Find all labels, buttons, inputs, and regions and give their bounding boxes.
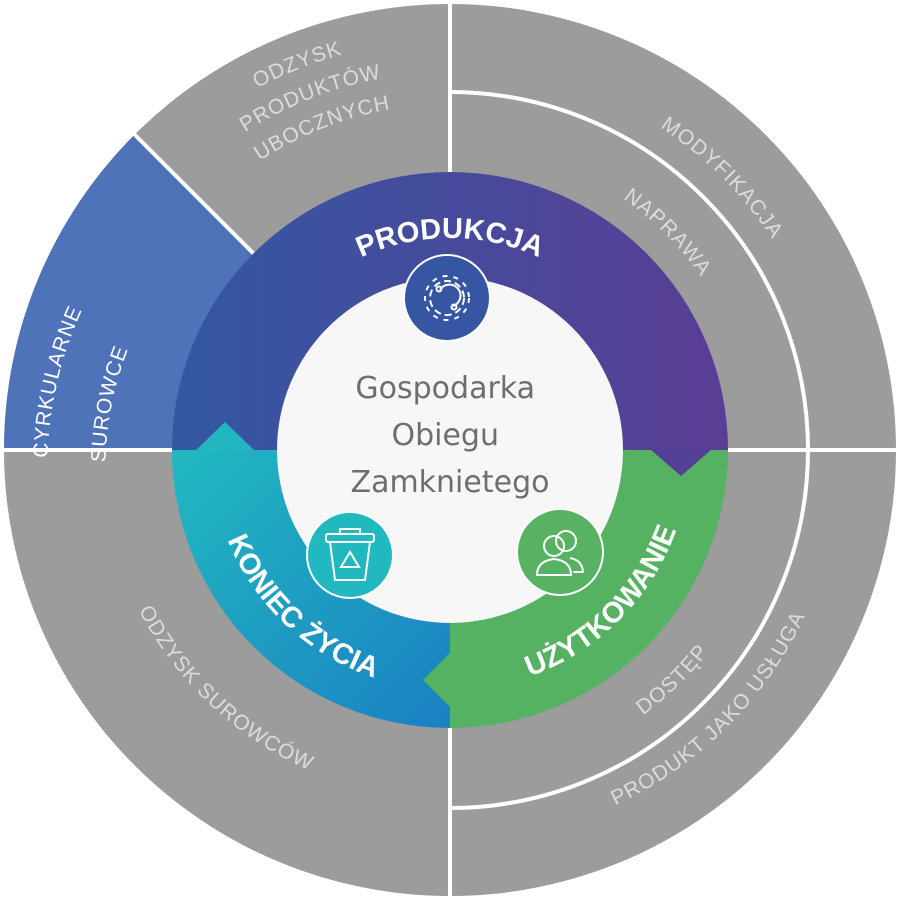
usage-arrow [423, 652, 451, 708]
people-icon [516, 508, 604, 596]
center-line-1: Gospodarka [355, 371, 535, 406]
production-arrow [650, 449, 712, 476]
end-of-life-arrow [195, 422, 255, 451]
recycle-bin-icon [306, 511, 394, 599]
center-title: Gospodarka Obiegu Zamknietego [351, 371, 550, 500]
gear-icon [403, 254, 491, 342]
center-line-3: Zamknietego [351, 465, 550, 500]
center-line-2: Obiegu [391, 418, 499, 453]
